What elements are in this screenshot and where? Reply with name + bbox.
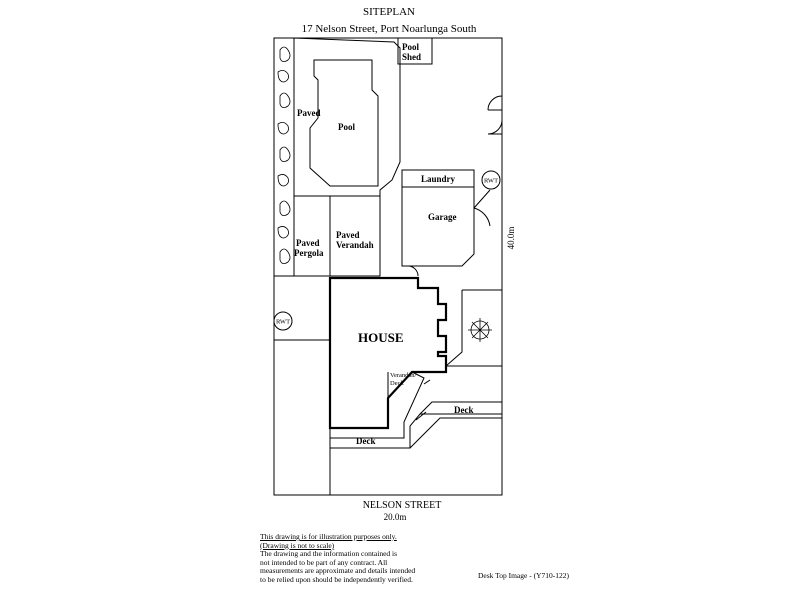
left-garden-shrubs xyxy=(277,46,291,264)
garage-door-swing xyxy=(407,189,491,277)
image-credit: Desk Top Image - (Y710-122) xyxy=(478,571,569,580)
pergola-divider xyxy=(274,196,381,277)
depth-dimension: 40.0m xyxy=(506,227,516,250)
paved-pergola-label-2: Pergola xyxy=(294,248,324,258)
verandah-deck-outline xyxy=(329,289,503,439)
house-label: HOUSE xyxy=(358,330,404,345)
paved-verandah-label-2: Verandah xyxy=(336,240,374,250)
disclaimer-line-3: The drawing and the information containe… xyxy=(260,549,398,559)
deck-label-lower: Deck xyxy=(356,436,376,446)
paved-label: Paved xyxy=(297,108,321,118)
pool-shed xyxy=(397,38,433,65)
verandah-deck-label-2: Deck xyxy=(390,380,404,387)
tree-icon xyxy=(468,318,492,342)
pool-shed-label-1: Pool xyxy=(402,42,419,52)
disclaimer-notes: This drawing is for illustration purpose… xyxy=(260,532,480,585)
frontage-dimension: 20.0m xyxy=(384,512,407,522)
verandah-deck-label-1: Verandah/ xyxy=(390,372,417,379)
disclaimer-not-to-scale: (Drawing is not to scale) xyxy=(260,540,335,550)
property-boundary xyxy=(273,37,503,496)
rainwater-tank-left xyxy=(273,311,293,331)
disclaimer-line-5: measurements are approximate and details… xyxy=(260,566,416,576)
pool-label: Pool xyxy=(338,122,355,132)
rwt-top-label: RWT xyxy=(484,178,498,185)
disclaimer-line-4: not intended to be part of any contract.… xyxy=(260,557,388,567)
lower-deck-outline xyxy=(329,379,502,449)
pool-outline xyxy=(309,59,379,187)
street-name: NELSON STREET xyxy=(363,500,442,511)
deck-label-right: Deck xyxy=(454,405,474,415)
garage-label: Garage xyxy=(428,212,457,222)
rwt-left-label: RWT xyxy=(276,319,290,326)
gate-swing xyxy=(487,95,503,135)
house-outline[interactable] xyxy=(328,276,448,430)
side-yard-divider xyxy=(274,339,331,495)
paved-area-outline xyxy=(293,37,401,197)
paved-pergola-label-1: Paved xyxy=(296,238,320,248)
pool-shed-label-2: Shed xyxy=(402,52,421,62)
laundry-room xyxy=(401,169,475,188)
rainwater-tank-top xyxy=(481,170,501,190)
disclaimer-illustration: This drawing is for illustration purpose… xyxy=(260,532,397,541)
garage-outline xyxy=(401,187,475,267)
laundry-label: Laundry xyxy=(421,174,456,184)
plan-title: SITEPLAN xyxy=(363,6,415,18)
disclaimer-line-6: to be relied upon should be independentl… xyxy=(260,574,413,584)
paved-verandah-label-1: Paved xyxy=(336,230,360,240)
plan-address: 17 Nelson Street, Port Noarlunga South xyxy=(302,23,477,35)
